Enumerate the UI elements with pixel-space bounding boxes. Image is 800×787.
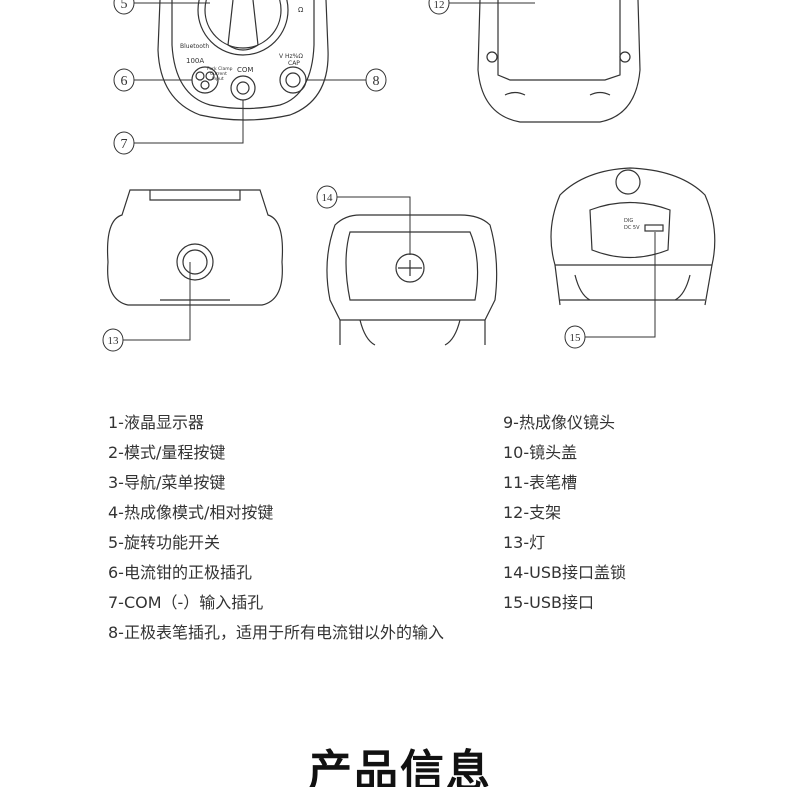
part-item: 5-旋转功能开关 <box>108 533 220 552</box>
part-item: 13-灯 <box>503 533 546 552</box>
callout-13-label: 13 <box>108 335 120 347</box>
amps-label: 100A <box>186 57 204 65</box>
callout-12-label: 12 <box>434 0 445 11</box>
light-view-drawing <box>106 189 284 306</box>
parts-list-left: 1-液晶显示器 2-模式/量程按键 3-导航/菜单按键 4-热成像模式/相对按键… <box>108 408 444 648</box>
part-item: 2-模式/量程按键 <box>108 443 226 462</box>
part-item: 8-正极表笔插孔，适用于所有电流钳以外的输入 <box>108 623 444 642</box>
part-item: 15-USB接口 <box>503 593 594 612</box>
callout-14-label: 14 <box>322 192 334 204</box>
part-item: 14-USB接口盖锁 <box>503 563 626 582</box>
fork-label: Fork Clamp <box>207 66 233 72</box>
device-diagrams: Bluetooth 100A Fork Clamp Current Input … <box>102 0 716 352</box>
callout-6 <box>113 68 135 92</box>
parts-list-right: 9-热成像仪镜头 10-镜头盖 11-表笔槽 12-支架 13-灯 14-USB… <box>503 408 626 618</box>
part-item: 1-液晶显示器 <box>108 413 204 432</box>
callout-7-label: 7 <box>121 137 128 152</box>
input-label: Input <box>212 76 224 82</box>
leader-lines <box>123 2 656 341</box>
callout-5 <box>113 0 135 15</box>
part-item: 6-电流钳的正极插孔 <box>108 563 252 582</box>
callout-5-label: 5 <box>121 0 128 12</box>
part-item: 4-热成像模式/相对按键 <box>108 503 274 522</box>
usb-port-view-drawing <box>550 167 716 306</box>
callout-8-label: 8 <box>373 74 380 89</box>
com-label: COM <box>237 66 253 74</box>
callout-13 <box>102 328 124 352</box>
usb-lock-view-drawing <box>326 214 498 346</box>
callout-14 <box>316 185 338 209</box>
stand-drawing <box>477 0 641 123</box>
callout-15 <box>564 325 586 349</box>
section-title: 产品信息 <box>308 746 492 787</box>
usb-dig-label: DIG <box>624 218 633 224</box>
part-item: 9-热成像仪镜头 <box>503 413 615 432</box>
usb-dc-label: DC 5V <box>624 225 640 231</box>
callout-8 <box>365 68 387 92</box>
part-item: 7-COM（-）输入插孔 <box>108 593 264 612</box>
part-item: 11-表笔槽 <box>503 473 578 492</box>
v-label: V Hz%Ω <box>279 53 303 60</box>
part-item: 10-镜头盖 <box>503 443 578 462</box>
bluetooth-label: Bluetooth <box>180 43 209 50</box>
callout-12 <box>428 0 450 15</box>
ohm-label: Ω <box>298 6 304 14</box>
callout-7 <box>113 131 135 155</box>
callout-15-label: 15 <box>570 332 582 344</box>
callout-6-label: 6 <box>121 74 128 89</box>
part-item: 12-支架 <box>503 503 562 522</box>
part-item: 3-导航/菜单按键 <box>108 473 226 492</box>
cap-label: CAP <box>288 60 300 67</box>
current-label: Current <box>210 71 227 77</box>
